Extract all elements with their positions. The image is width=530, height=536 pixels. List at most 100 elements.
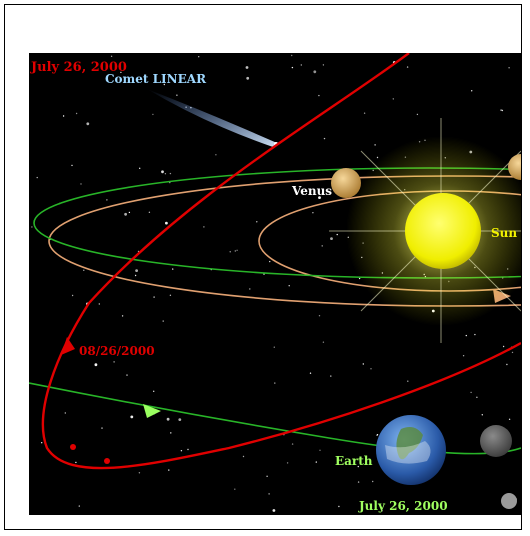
star bbox=[273, 346, 275, 348]
star bbox=[416, 113, 419, 116]
comet-date-label: 08/26/2000 bbox=[79, 344, 155, 358]
star bbox=[121, 315, 124, 317]
star bbox=[94, 363, 98, 367]
comet-orbit bbox=[41, 53, 521, 470]
star bbox=[75, 112, 78, 115]
star bbox=[291, 443, 294, 445]
star bbox=[246, 76, 250, 80]
star bbox=[71, 164, 73, 167]
star bbox=[474, 333, 476, 336]
star bbox=[272, 509, 276, 512]
comet-position-marker bbox=[70, 444, 76, 450]
star bbox=[508, 418, 511, 420]
star bbox=[362, 363, 364, 365]
star bbox=[318, 196, 321, 200]
star bbox=[506, 363, 508, 366]
star bbox=[376, 156, 379, 159]
star bbox=[153, 390, 155, 392]
star bbox=[322, 341, 325, 343]
star bbox=[36, 176, 38, 179]
star bbox=[318, 94, 320, 97]
date-top-label: July 26, 2000 bbox=[30, 60, 127, 75]
star bbox=[476, 396, 478, 398]
star bbox=[312, 212, 314, 214]
star bbox=[229, 251, 231, 253]
star bbox=[266, 475, 268, 477]
star bbox=[376, 434, 379, 436]
star bbox=[110, 55, 113, 57]
venus bbox=[331, 168, 361, 198]
earth-clouds bbox=[385, 441, 431, 464]
star bbox=[291, 54, 293, 57]
star bbox=[462, 355, 465, 357]
star bbox=[64, 412, 66, 414]
star bbox=[163, 83, 165, 86]
star bbox=[172, 268, 174, 270]
star bbox=[134, 274, 137, 277]
earth-orbit bbox=[29, 382, 521, 455]
star bbox=[62, 115, 65, 117]
star bbox=[153, 296, 155, 298]
star bbox=[269, 260, 271, 263]
star bbox=[41, 442, 43, 444]
star bbox=[392, 98, 394, 100]
date-bottom-label: July 26, 2000 bbox=[358, 499, 448, 513]
star bbox=[315, 461, 317, 463]
star bbox=[500, 109, 502, 111]
star bbox=[83, 269, 85, 271]
star bbox=[465, 334, 467, 337]
sun bbox=[405, 193, 481, 269]
star bbox=[215, 154, 217, 156]
star bbox=[471, 90, 473, 92]
other-planet bbox=[508, 154, 521, 180]
star bbox=[249, 288, 251, 290]
star bbox=[126, 374, 128, 376]
star bbox=[80, 183, 82, 185]
star bbox=[313, 70, 317, 74]
star bbox=[203, 226, 205, 228]
star bbox=[71, 294, 74, 297]
star bbox=[148, 211, 151, 213]
image-frame: July 26, 2000 Comet LINEAR Venus Sun 08/… bbox=[4, 4, 522, 530]
comet-orbit-arrow bbox=[61, 337, 75, 355]
star bbox=[176, 94, 178, 96]
star bbox=[98, 303, 101, 305]
star bbox=[180, 450, 183, 452]
star bbox=[268, 493, 270, 495]
star bbox=[130, 415, 134, 419]
star bbox=[138, 472, 141, 474]
star bbox=[164, 173, 167, 175]
comet-label: Comet LINEAR bbox=[105, 72, 207, 86]
star bbox=[170, 432, 172, 434]
star bbox=[166, 417, 170, 421]
star bbox=[323, 137, 326, 140]
solar-system-diagram: July 26, 2000 Comet LINEAR Venus Sun 08/… bbox=[29, 53, 521, 515]
star bbox=[101, 427, 103, 429]
star bbox=[357, 481, 360, 483]
star bbox=[511, 351, 514, 354]
moon-partial bbox=[501, 493, 517, 509]
star bbox=[162, 320, 164, 322]
star bbox=[274, 382, 276, 384]
star bbox=[406, 66, 409, 68]
star bbox=[234, 250, 236, 252]
star bbox=[139, 167, 141, 169]
star bbox=[300, 64, 302, 66]
star bbox=[407, 380, 409, 382]
star bbox=[161, 170, 164, 174]
star bbox=[319, 449, 321, 451]
star bbox=[169, 172, 172, 175]
star bbox=[330, 375, 332, 377]
star bbox=[152, 113, 154, 116]
star bbox=[135, 269, 138, 272]
star bbox=[113, 361, 115, 363]
star bbox=[321, 245, 323, 247]
star bbox=[370, 368, 372, 370]
earth-label: Earth bbox=[335, 454, 373, 468]
star bbox=[256, 221, 258, 223]
star bbox=[178, 418, 182, 421]
comet-tail bbox=[147, 89, 277, 147]
star bbox=[502, 345, 505, 348]
star bbox=[374, 144, 376, 146]
star bbox=[338, 505, 340, 508]
